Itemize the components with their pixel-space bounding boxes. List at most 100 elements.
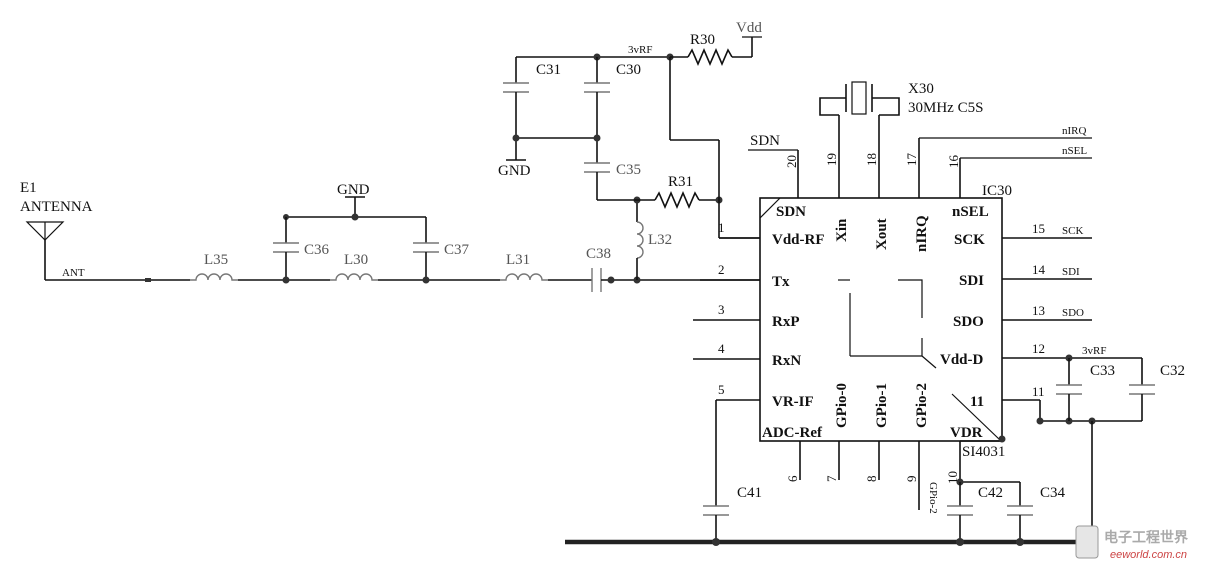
svg-text:12: 12 [1032,341,1045,356]
svg-text:SCK: SCK [954,232,985,248]
gnd-top-label: GND [337,182,370,198]
svg-text:3: 3 [718,302,725,317]
svg-text:SDO: SDO [1062,307,1084,319]
svg-text:2: 2 [718,262,725,277]
svg-text:16: 16 [946,155,961,169]
ic-bottom-pins: ADC-Ref 6 7 GPio-0 8 GPio-1 9 GPio-2 GPi… [762,383,1006,514]
svg-text:nIRQ: nIRQ [914,215,930,252]
svg-text:Vdd-D: Vdd-D [940,352,984,368]
antenna-name: ANTENNA [20,199,93,215]
svg-text:L35: L35 [204,252,228,268]
svg-text:C42: C42 [978,485,1003,501]
crystal-x30: X30 30MHz C5S [819,81,983,116]
antenna-e1: E1 ANTENNA [20,180,93,280]
svg-text:C35: C35 [616,162,641,178]
svg-text:19: 19 [824,153,839,166]
inductor-l30: L30 [330,252,378,281]
capacitor-c32: C32 [1129,358,1185,421]
svg-text:17: 17 [904,153,919,167]
svg-text:GPio-0: GPio-0 [834,383,850,428]
capacitor-c37: C37 [413,217,470,280]
svg-text:SDN: SDN [776,204,806,220]
svg-text:SDO: SDO [953,314,984,330]
svg-text:Xout: Xout [874,218,890,250]
svg-text:nSEL: nSEL [1062,145,1087,157]
gnd-left-label: GND [498,163,531,179]
svg-text:C38: C38 [586,246,611,262]
svg-text:L30: L30 [344,252,368,268]
ic-top-pins: SDN 20 SDN 19 Xin 18 Xout nIRQ 17 nIRQ n… [748,115,1092,252]
svg-text:VR-IF: VR-IF [772,394,814,410]
capacitor-c30: C30 [584,57,641,138]
svg-text:nIRQ: nIRQ [1062,125,1087,137]
svg-text:GPio-1: GPio-1 [874,383,890,428]
capacitor-c34: C34 [1007,482,1066,542]
svg-text:Xin: Xin [834,218,850,242]
ic-part: SI4031 [962,444,1005,460]
svg-text:5: 5 [718,382,725,397]
svg-text:C41: C41 [737,485,762,501]
svg-text:GPio-2: GPio-2 [927,482,939,514]
svg-text:C31: C31 [536,62,561,78]
inductor-l31: L31 [500,252,548,281]
capacitor-c38: C38 [586,246,611,292]
svg-text:4: 4 [718,341,725,356]
inductor-l35: L35 [190,252,238,281]
watermark-url: eeworld.com.cn [1110,549,1187,561]
svg-text:10: 10 [945,471,960,484]
svg-text:9: 9 [904,476,919,483]
capacitor-c42: C42 [947,482,1003,542]
svg-text:8: 8 [864,476,879,483]
svg-text:11: 11 [1032,384,1045,399]
antenna-ref: E1 [20,180,37,196]
net-3vrf-top: 3vRF [628,44,652,56]
resistor-r31: R31 [597,174,719,210]
svg-text:SDN: SDN [750,133,780,149]
watermark: 电子工程世界 eeworld.com.cn [1075,525,1189,561]
vdd-label: Vdd [736,20,762,36]
resistor-r30: R30 Vdd [670,20,762,67]
svg-text:ADC-Ref: ADC-Ref [762,425,823,441]
svg-text:7: 7 [824,475,839,482]
capacitor-c35: C35 [584,138,641,200]
svg-text:SCK: SCK [1062,225,1083,237]
svg-text:6: 6 [785,475,800,482]
svg-text:18: 18 [864,153,879,166]
svg-text:R31: R31 [668,174,693,190]
svg-text:C33: C33 [1090,363,1115,379]
svg-text:nSEL: nSEL [952,204,989,220]
svg-text:C34: C34 [1040,485,1066,501]
svg-text:C32: C32 [1160,363,1185,379]
svg-text:C36: C36 [304,242,330,258]
ic-ref: IC30 [982,183,1012,199]
svg-text:30MHz C5S: 30MHz C5S [908,100,983,116]
svg-text:Tx: Tx [772,274,790,290]
svg-text:L31: L31 [506,252,530,268]
svg-text:20: 20 [784,155,799,168]
svg-text:L32: L32 [648,232,672,248]
svg-text:C30: C30 [616,62,641,78]
svg-text:1: 1 [718,220,725,235]
watermark-cn: 电子工程世界 [1104,529,1189,545]
svg-text:11: 11 [970,394,984,410]
svg-text:SDI: SDI [1062,266,1080,278]
svg-text:X30: X30 [908,81,934,97]
capacitor-c33: C33 [1056,358,1115,421]
svg-text:15: 15 [1032,221,1045,236]
ic-left-pins: 1 Vdd-RF 2 Tx 3 RxP 4 RxN 5 VR-IF [693,220,825,410]
capacitor-c31: C31 [503,57,561,160]
svg-text:SDI: SDI [959,273,984,289]
ic-right-pins: 15 SCK SCK 14 SDI SDI 13 SDO SDO 12 Vdd-… [940,221,1142,410]
svg-text:13: 13 [1032,303,1045,318]
capacitor-c36: C36 [273,217,330,280]
svg-text:R30: R30 [690,32,715,48]
svg-text:C37: C37 [444,242,470,258]
net-3vrf-right: 3vRF [1082,345,1106,357]
svg-text:Vdd-RF: Vdd-RF [772,232,825,248]
svg-text:RxP: RxP [772,314,800,330]
capacitor-c41: C41 [703,400,762,542]
svg-text:GPio-2: GPio-2 [914,383,930,428]
svg-text:VDR: VDR [950,425,983,441]
svg-text:14: 14 [1032,262,1046,277]
